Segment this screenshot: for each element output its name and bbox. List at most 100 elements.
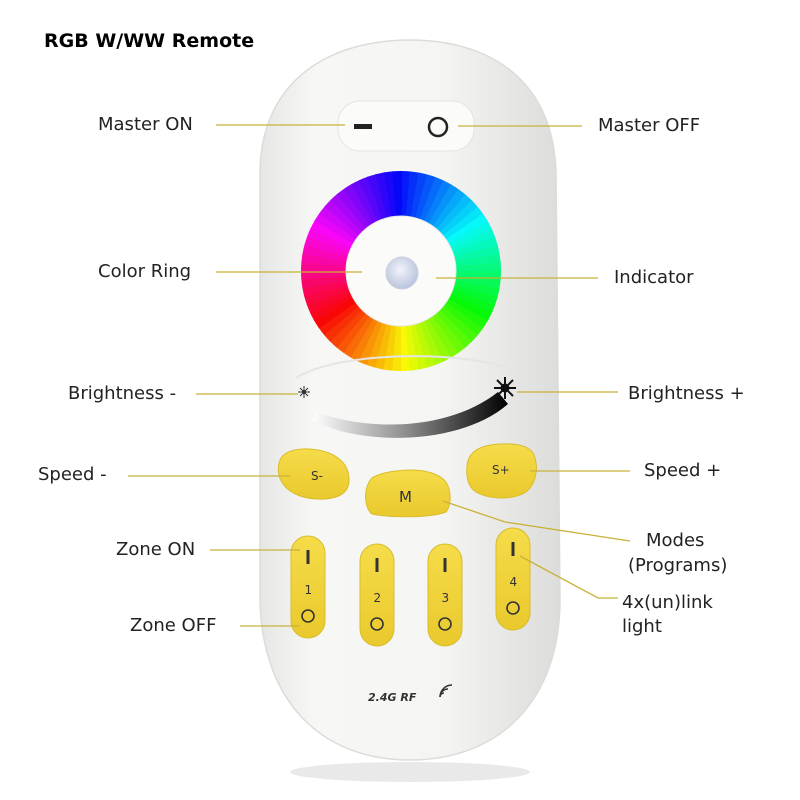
callout-speed-plus: Speed + xyxy=(644,460,722,481)
zone-off-icon xyxy=(438,617,452,631)
speed-plus-label: S+ xyxy=(492,463,510,477)
color-ring-segment xyxy=(351,179,379,225)
color-ring-segment xyxy=(435,309,472,349)
color-ring-segment xyxy=(427,315,459,359)
mode-button xyxy=(365,469,451,518)
color-ring-segment xyxy=(418,319,444,366)
color-ring-segment xyxy=(365,321,388,368)
color-ring-segment xyxy=(330,193,367,233)
brightness-plus-icon xyxy=(494,377,516,399)
zone-number-label: 2 xyxy=(374,591,382,605)
zone-off-icon xyxy=(370,617,384,631)
color-ring-segment xyxy=(423,180,453,225)
brightness-slider xyxy=(312,392,508,438)
callout-brightness-plus: Brightness + xyxy=(628,383,745,404)
color-ring-segment xyxy=(343,183,375,227)
mode-label: M xyxy=(399,488,412,506)
color-ring-segment xyxy=(445,213,489,245)
color-ring-segment xyxy=(309,293,355,321)
callout-brightness-minus: Brightness - xyxy=(68,383,177,404)
zone-number-label: 4 xyxy=(510,575,518,589)
callout-link-line1: 4x(un)link xyxy=(622,592,713,613)
speed-minus-button xyxy=(277,448,350,500)
zone-off-icon xyxy=(301,609,315,623)
color-ring-segment xyxy=(324,199,364,237)
callout-zone-off: Zone OFF xyxy=(130,615,217,636)
master-off-icon xyxy=(427,116,449,138)
color-ring-segment xyxy=(358,176,384,223)
zone-button-2[interactable]: 2 xyxy=(359,543,395,647)
callout-modes: Modes xyxy=(646,530,705,551)
color-ring-segment xyxy=(314,212,358,244)
callout-master-on: Master ON xyxy=(98,114,193,135)
zone-button-4[interactable]: 4 xyxy=(495,527,531,631)
color-ring-segment xyxy=(302,279,349,297)
color-ring-segment xyxy=(410,172,429,220)
color-ring-segment xyxy=(335,311,371,353)
zone-on-icon xyxy=(443,558,447,572)
color-ring-segment xyxy=(323,305,363,342)
color-ring-segment xyxy=(307,227,353,253)
rf-mark: 2.4G RF xyxy=(368,691,417,704)
callout-indicator: Indicator xyxy=(614,267,694,288)
color-ring-segment xyxy=(431,312,466,354)
color-ring-segment xyxy=(366,174,388,221)
color-ring-segment xyxy=(302,243,350,262)
color-ring-segment xyxy=(357,319,383,365)
color-ring-segment xyxy=(306,288,353,314)
color-ring-segment xyxy=(409,323,427,370)
zone-button-1[interactable]: 1 xyxy=(290,535,326,639)
master-on-icon xyxy=(354,124,372,129)
color-ring-segment xyxy=(301,252,348,267)
color-ring-segment xyxy=(399,324,410,371)
color-ring-segment xyxy=(336,188,371,230)
color-ring-segment xyxy=(452,280,500,299)
callout-color-ring: Color Ring xyxy=(98,261,192,282)
color-ring-segment xyxy=(401,171,412,218)
color-ring-segment xyxy=(319,205,361,241)
color-ring-segment xyxy=(318,301,360,336)
color-ring-segment xyxy=(414,174,437,221)
color-ring-segment xyxy=(438,305,478,343)
speed-plus-button xyxy=(466,443,537,499)
zone-button-3[interactable]: 3 xyxy=(427,543,463,647)
zone-number-label: 1 xyxy=(305,583,313,597)
color-ring-segment xyxy=(390,324,401,371)
color-ring-segment xyxy=(304,235,351,258)
color-ring-segment xyxy=(382,324,397,371)
leader-lines xyxy=(128,124,631,627)
zone-on-icon xyxy=(375,558,379,572)
brightness-minus-icon xyxy=(298,386,310,398)
color-ring-segment xyxy=(453,245,500,263)
color-ring-segment xyxy=(304,284,351,306)
color-ring-segment xyxy=(449,228,496,254)
color-ring-segment xyxy=(439,200,479,237)
zone-on-icon xyxy=(306,550,310,564)
color-ring-segment xyxy=(301,260,348,271)
color-ring-segment xyxy=(442,206,484,241)
speed-minus-label: S- xyxy=(311,469,323,483)
color-ring-segment xyxy=(423,317,451,363)
color-ring-segment xyxy=(349,317,379,362)
color-ring-segment xyxy=(419,177,445,223)
indicator-light xyxy=(385,256,419,290)
callout-master-off: Master OFF xyxy=(598,115,701,136)
color-ring-segment xyxy=(375,172,393,219)
wifi-signal-icon xyxy=(439,684,453,698)
color-ring-segment xyxy=(329,308,367,348)
color-ring-segment xyxy=(449,289,495,315)
color-ring-segment xyxy=(447,293,492,323)
zone-number-label: 3 xyxy=(442,591,450,605)
callout-speed-minus: Speed - xyxy=(38,464,107,485)
callout-link-line2: light xyxy=(622,616,662,637)
color-ring-segment xyxy=(451,284,498,307)
color-ring-segment xyxy=(454,275,501,290)
color-ring-segment xyxy=(444,298,488,330)
color-ring-segment xyxy=(310,219,355,249)
color-ring-segment xyxy=(342,314,374,358)
color-ring-segment xyxy=(441,301,483,337)
color-ring-segment xyxy=(447,221,493,249)
color-ring-segment xyxy=(405,171,420,218)
